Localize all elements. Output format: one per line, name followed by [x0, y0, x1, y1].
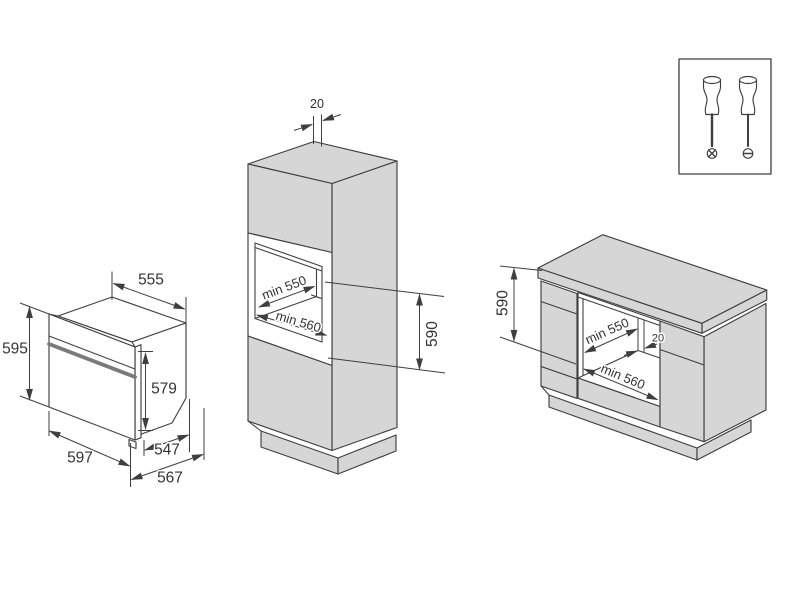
oven-control-panel-line — [48, 335, 136, 370]
base-rear-gap-label: 20 — [652, 333, 664, 345]
oven-door-height-label: 579 — [151, 381, 177, 398]
tall-cabinet-side-panel — [331, 160, 398, 452]
oven-body-depth-label: 547 — [154, 442, 180, 459]
base-cabinet-diagram: 590 min 550 20 min 560 — [493, 234, 768, 461]
base-cabinet-plinth-side — [696, 419, 752, 461]
tall-top-rear-gap-label: 20 — [310, 97, 324, 111]
oven-top-width-label: 555 — [138, 272, 164, 289]
dim-oven-top-width: 555 — [111, 270, 187, 323]
oven-frame-right-edge — [134, 344, 142, 441]
base-cabinet-left-door — [540, 280, 578, 380]
tools-box — [678, 58, 772, 175]
dim-tall-niche-height: 590 — [324, 281, 446, 374]
dim-oven-height: 595 — [1, 302, 50, 408]
base-cabinet-left-bottom-rail — [540, 365, 578, 399]
oven-handle-bar — [47, 342, 137, 379]
tall-cabinet-lower-door — [247, 335, 333, 452]
base-cabinet-right-front — [659, 320, 705, 443]
dim-tall-top-rear-gap: 20 — [293, 96, 342, 147]
oven-front-width-label: 597 — [67, 450, 93, 467]
oven-height-label: 595 — [2, 341, 28, 358]
tall-cabinet-diagram: 20 min 550 min 560 590 — [247, 96, 446, 475]
tall-niche-height-label: 590 — [424, 321, 441, 347]
phillips-screwdriver-icon — [702, 75, 722, 159]
slotted-screwdriver-icon — [738, 75, 758, 159]
base-niche-height-label: 590 — [495, 290, 512, 316]
dim-oven-front-width: 597 — [48, 411, 131, 487]
dim-base-rear-gap: 20 — [623, 331, 666, 358]
oven-diagram: 555 595 579 597 547 — [1, 270, 205, 488]
oven-total-depth-label: 567 — [157, 470, 183, 487]
dim-base-niche-height: 590 — [493, 265, 577, 365]
worktop-top-face — [537, 234, 768, 324]
oven-front-face — [48, 313, 136, 441]
dim-oven-door-height: 579 — [138, 351, 178, 431]
tall-cabinet-plinth-side — [337, 434, 397, 475]
tools-panel — [678, 58, 772, 175]
dim-oven-total-depth: 567 — [130, 408, 205, 488]
